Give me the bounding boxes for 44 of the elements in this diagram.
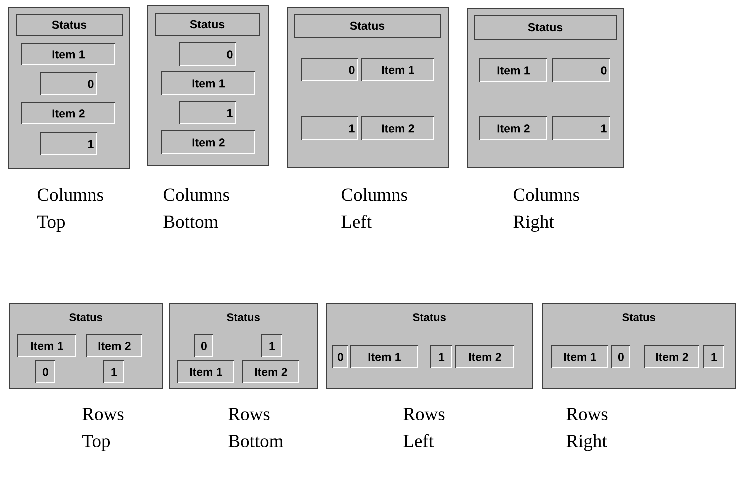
item-box: Item 1 bbox=[162, 72, 256, 96]
item-box: Item 2 bbox=[162, 130, 256, 154]
value-box: 1 bbox=[552, 116, 610, 140]
value-box: 0 bbox=[332, 346, 348, 368]
item-box: Item 2 bbox=[456, 346, 514, 368]
item-box: Item 1 bbox=[18, 334, 76, 358]
value-box: 1 bbox=[302, 116, 358, 140]
title-box: Status bbox=[16, 14, 123, 36]
value-box: 1 bbox=[430, 346, 452, 368]
title-box: Status bbox=[294, 14, 441, 38]
item-box: Item 1 bbox=[552, 346, 608, 368]
item-box: Item 2 bbox=[362, 116, 434, 140]
item-box: Item 1 bbox=[178, 360, 234, 384]
node-label: Columns Left bbox=[342, 188, 408, 228]
item-box: Item 2 bbox=[86, 334, 142, 358]
value-box: 1 bbox=[40, 132, 98, 156]
item-box: Item 2 bbox=[22, 102, 116, 124]
value-box: 0 bbox=[552, 58, 610, 82]
value-box: 0 bbox=[302, 58, 358, 82]
title-box: Status bbox=[474, 15, 617, 40]
value-box: 0 bbox=[180, 42, 236, 66]
item-box: Item 2 bbox=[480, 116, 548, 140]
title-box: Status bbox=[155, 13, 260, 36]
value-box: 1 bbox=[704, 346, 724, 368]
item-box: Item 1 bbox=[350, 346, 418, 368]
value-box: 0 bbox=[40, 72, 98, 96]
node-label: Columns Top bbox=[38, 188, 104, 232]
node-label: Rows Left bbox=[404, 408, 445, 448]
value-box: 0 bbox=[36, 360, 56, 384]
node-label: Rows Bottom bbox=[228, 408, 284, 448]
node-label: Rows Right bbox=[566, 408, 608, 452]
item-box: Item 2 bbox=[242, 360, 300, 384]
node-label: Columns Right bbox=[514, 188, 580, 232]
value-box: 1 bbox=[104, 360, 124, 384]
item-box: Item 1 bbox=[22, 44, 116, 66]
node-label: Rows Top bbox=[82, 408, 124, 452]
value-box: 1 bbox=[180, 102, 236, 124]
item-box: Item 1 bbox=[362, 58, 434, 82]
item-box: Item 2 bbox=[644, 346, 700, 368]
node-label: Columns Bottom bbox=[164, 188, 230, 228]
value-box: 0 bbox=[194, 334, 214, 358]
value-box: 0 bbox=[612, 346, 630, 368]
value-box: 1 bbox=[262, 334, 282, 358]
item-box: Item 1 bbox=[480, 58, 548, 82]
